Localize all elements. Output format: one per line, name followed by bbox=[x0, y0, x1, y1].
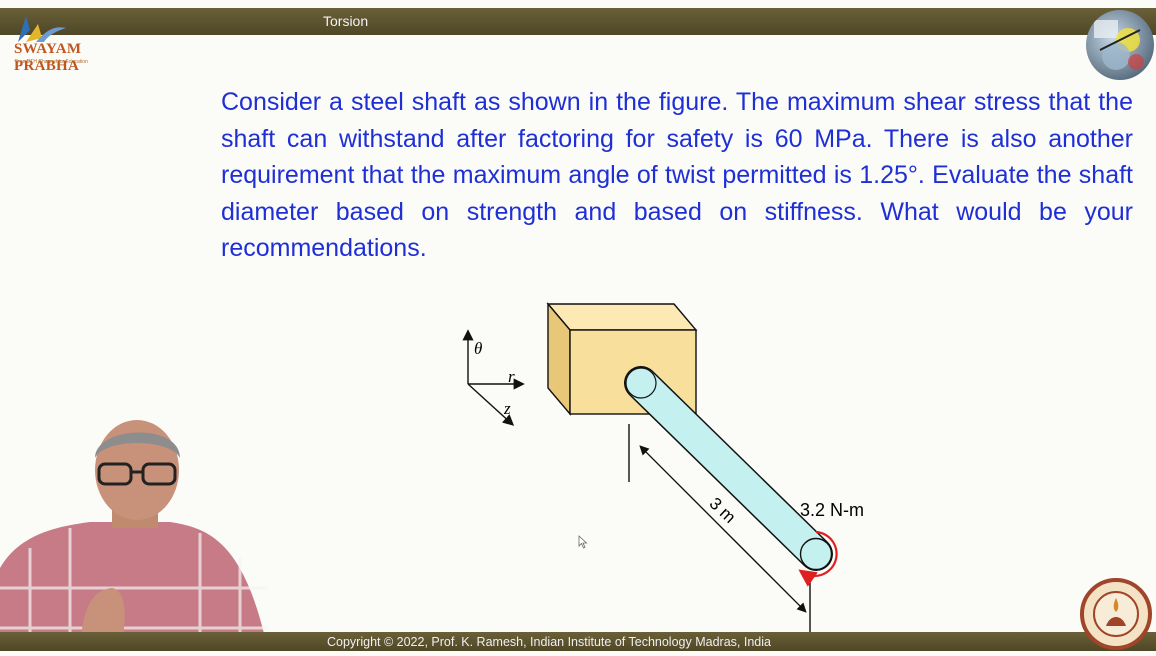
copyright-text: Copyright © 2022, Prof. K. Ramesh, India… bbox=[327, 635, 771, 649]
applied-torque: 3.2 N-m bbox=[798, 500, 864, 587]
axis-theta-label: θ bbox=[474, 339, 482, 358]
axis-z-label: z bbox=[503, 399, 511, 418]
problem-statement: Consider a steel shaft as shown in the f… bbox=[221, 88, 1133, 262]
swayam-prabha-logo: SWAYAM PRABHA Free DTH Channel for Educa… bbox=[8, 14, 128, 74]
footer-bar: Copyright © 2022, Prof. K. Ramesh, India… bbox=[0, 632, 1156, 651]
logo-tagline: Free DTH Channel for Education bbox=[15, 59, 88, 65]
mouse-cursor-icon bbox=[578, 535, 588, 554]
course-logo-icon bbox=[1086, 10, 1154, 80]
slide-topic-title: Torsion bbox=[323, 13, 369, 29]
steel-shaft bbox=[624, 366, 833, 571]
logo-emblem-icon bbox=[18, 16, 66, 42]
iit-madras-seal-icon bbox=[1080, 578, 1152, 650]
presenter-video bbox=[0, 418, 270, 651]
top-bar: Torsion bbox=[0, 8, 1156, 35]
shaft-figure: θ r z 3 m 3.2 N-m bbox=[440, 296, 864, 636]
logo-brand-text: SWAYAM PRABHA bbox=[14, 41, 82, 74]
torque-label: 3.2 N-m bbox=[800, 500, 864, 520]
coordinate-axes: θ r z bbox=[462, 329, 525, 426]
axis-r-label: r bbox=[508, 367, 515, 386]
length-label: 3 m bbox=[706, 494, 740, 527]
